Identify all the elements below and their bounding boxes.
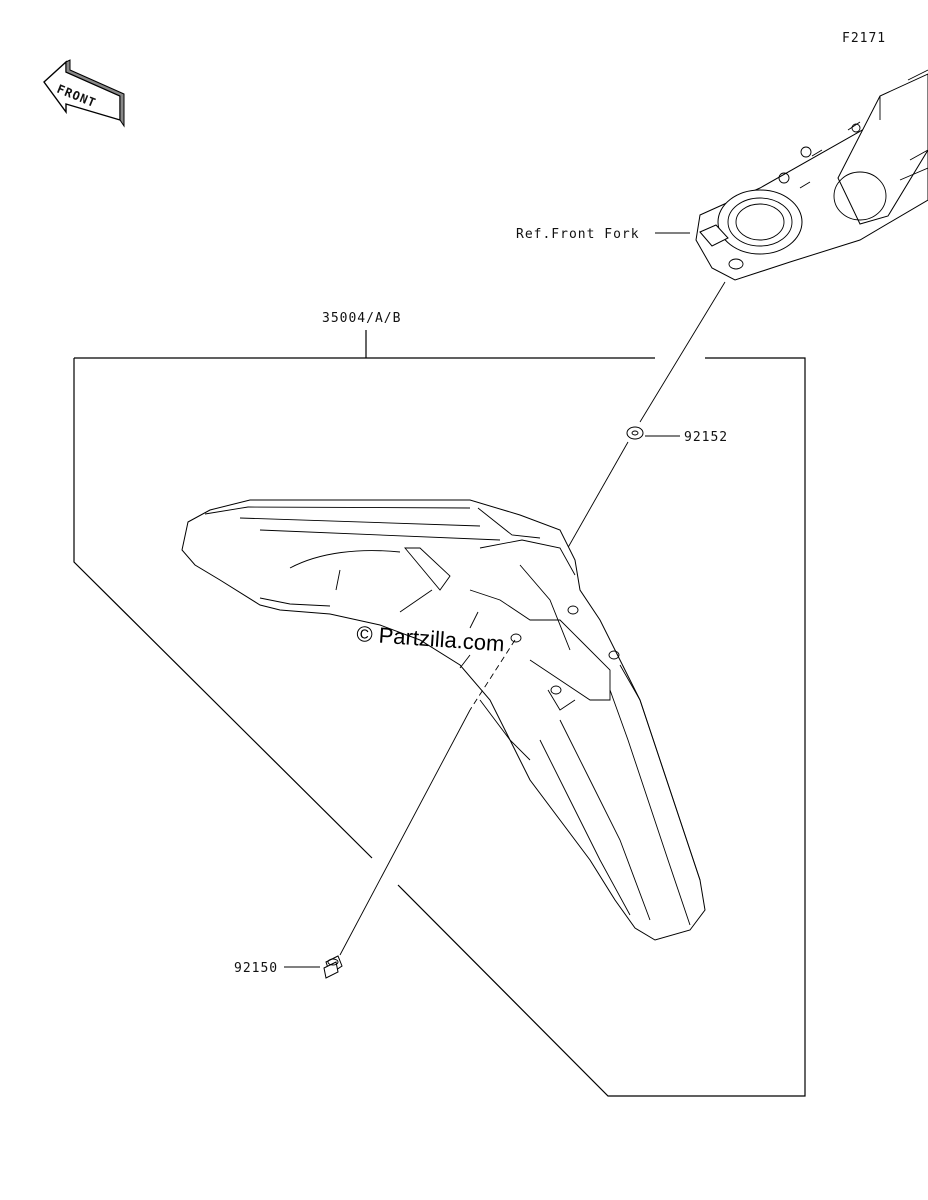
bolt-92150 xyxy=(323,955,343,979)
washer-92152 xyxy=(626,426,644,440)
assembly-bracket xyxy=(73,330,806,1097)
fork-leader xyxy=(639,281,726,423)
bolt-leader xyxy=(339,709,471,956)
washer-label: 92152 xyxy=(684,430,728,445)
hidden-leader xyxy=(469,639,516,711)
front-arrow-icon: FRONT xyxy=(43,59,125,128)
bolt-label: 92150 xyxy=(234,961,278,976)
front-fender-drawing xyxy=(181,499,706,941)
front-fork-ref-label: Ref.Front Fork xyxy=(516,227,640,242)
front-fork-drawing xyxy=(695,69,928,281)
figure-code: F2171 xyxy=(842,31,886,46)
assembly-label: 35004/A/B xyxy=(322,311,401,326)
